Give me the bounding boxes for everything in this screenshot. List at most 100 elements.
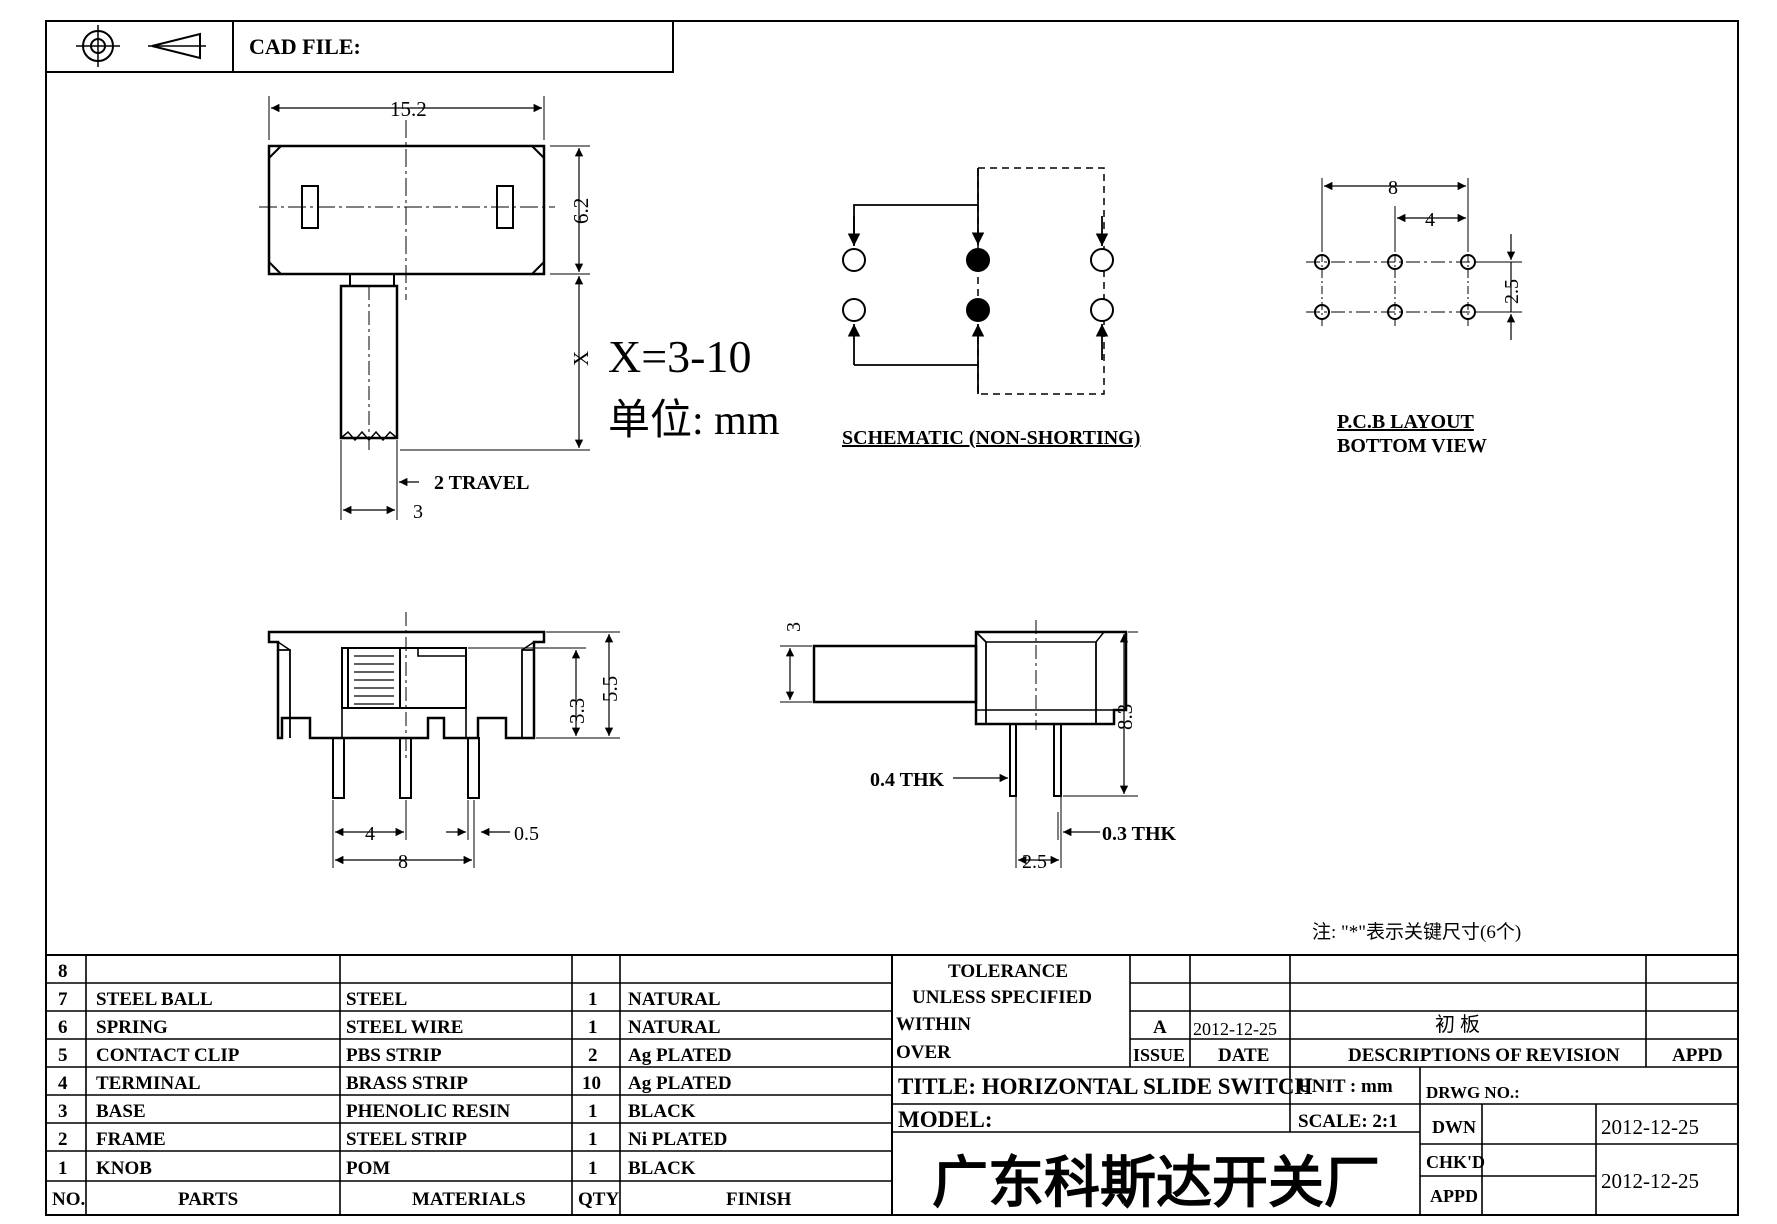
bom-row-2-mat: STEEL STRIP (346, 1129, 467, 1150)
tolerance-label: TOLERANCE (948, 961, 1068, 982)
dim-height-6-2: 6.2 (569, 198, 593, 224)
side-dim-2-5: 2.5 (1022, 851, 1047, 873)
bom-row-7-part: STEEL BALL (96, 989, 213, 1010)
pcb-label-line2: BOTTOM VIEW (1337, 435, 1487, 457)
revision-description: 初 板 (1435, 1013, 1480, 1036)
bom-row-5-fin: Ag PLATED (628, 1045, 732, 1066)
dim-knob-3: 3 (413, 501, 423, 523)
title-block-text: TOLERANCE UNLESS SPECIFIED WITHIN OVER A… (896, 961, 1723, 1216)
dim-5-5: 5.5 (598, 676, 622, 702)
pcb-dim-2-5: 2.5 (1501, 279, 1523, 304)
bom-row-6-part: SPRING (96, 1017, 168, 1038)
date-label: DATE (1218, 1045, 1269, 1066)
title-block (891, 954, 1739, 1216)
bom-row-3-no: 3 (58, 1101, 68, 1122)
bom-rows: 8 7 STEEL BALL STEEL 1 NATURAL 6 SPRING … (52, 961, 792, 1210)
over-label: OVER (896, 1042, 951, 1063)
pcb-dim-8: 8 (1388, 177, 1398, 199)
bom-row-7-fin: NATURAL (628, 989, 721, 1010)
bom-row-8-no: 8 (58, 961, 68, 982)
drawing-title: TITLE: HORIZONTAL SLIDE SWITCH (898, 1074, 1312, 1099)
bom-row-6-qty: 1 (588, 1017, 598, 1038)
appd-label: APPD (1430, 1186, 1478, 1206)
revision-issue: A (1153, 1017, 1167, 1038)
bom-row-4-mat: BRASS STRIP (346, 1073, 468, 1094)
bom-row-6-mat: STEEL WIRE (346, 1017, 463, 1038)
pcb-layout (1306, 178, 1522, 340)
side-thk-0-4: 0.4 THK (870, 769, 945, 791)
issue-label: ISSUE (1133, 1045, 1185, 1065)
bom-row-1-fin: BLACK (628, 1158, 696, 1179)
side-thk-0-3: 0.3 THK (1102, 823, 1177, 845)
schematic-diagram (842, 167, 1114, 395)
chkd-label: CHK'D (1426, 1152, 1485, 1172)
top-view (259, 96, 590, 520)
bom-row-2-fin: Ni PLATED (628, 1129, 727, 1150)
bom-row-5-part: CONTACT CLIP (96, 1045, 240, 1066)
bom-header-finish: FINISH (726, 1189, 792, 1210)
bom-row-2-qty: 1 (588, 1129, 598, 1150)
bom-row-3-fin: BLACK (628, 1101, 696, 1122)
bom-row-7-mat: STEEL (346, 989, 407, 1010)
bom-row-4-part: TERMINAL (96, 1073, 201, 1094)
bom-row-4-fin: Ag PLATED (628, 1073, 732, 1094)
dim-0-5: 0.5 (514, 823, 539, 845)
descriptions-of-revision-label: DESCRIPTIONS OF REVISION (1348, 1045, 1620, 1066)
bom-row-3-qty: 1 (588, 1101, 598, 1122)
travel-note: 2 TRAVEL (434, 472, 529, 494)
model-label: MODEL: (898, 1107, 993, 1132)
bom-header-parts: PARTS (178, 1189, 238, 1210)
header-block: CAD FILE: (45, 20, 674, 73)
key-dimension-note: 注: "*"表示关键尺寸(6个) (1312, 921, 1521, 943)
schematic-label: SCHEMATIC (NON-SHORTING) (842, 427, 1140, 449)
side-view (780, 620, 1138, 868)
unless-specified-label: UNLESS SPECIFIED (912, 987, 1092, 1008)
company-name: 广东科斯达开关厂 (932, 1151, 1380, 1216)
dwn-label: DWN (1432, 1117, 1476, 1137)
bom-row-3-mat: PHENOLIC RESIN (346, 1101, 510, 1122)
bom-row-3-part: BASE (96, 1101, 146, 1122)
bom-row-2-no: 2 (58, 1129, 68, 1150)
bom-row-1-mat: POM (346, 1158, 390, 1179)
scale-label: SCALE: 2:1 (1298, 1111, 1398, 1132)
bom-row-5-no: 5 (58, 1045, 68, 1066)
bom-row-1-qty: 1 (588, 1158, 598, 1179)
bom-header-no: NO. (52, 1189, 85, 1210)
dim-8: 8 (398, 851, 408, 873)
dim-3-3: 3.3 (565, 698, 589, 724)
appd-revision-label: APPD (1672, 1045, 1723, 1066)
bom-row-1-no: 1 (58, 1158, 68, 1179)
unit-label: UNIT : mm (1298, 1076, 1393, 1097)
front-view (267, 612, 620, 868)
bom-row-5-qty: 2 (588, 1045, 598, 1066)
drawing-number-label: DRWG NO.: (1426, 1083, 1520, 1102)
bom-row-2-part: FRAME (96, 1129, 166, 1150)
side-dim-8-3: 8.3 (1113, 704, 1137, 730)
bom-header-qty: QTY (578, 1189, 619, 1210)
dwn-date: 2012-12-25 (1601, 1115, 1699, 1139)
bom-row-6-no: 6 (58, 1017, 68, 1038)
bom-row-1-part: KNOB (96, 1158, 152, 1179)
dim-4: 4 (365, 823, 375, 845)
within-label: WITHIN (896, 1014, 971, 1035)
pcb-dim-4: 4 (1425, 209, 1435, 231)
revision-date: 2012-12-25 (1193, 1019, 1277, 1039)
bom-row-7-qty: 1 (588, 989, 598, 1010)
bom-row-7-no: 7 (58, 989, 68, 1010)
side-dim-3: 3 (783, 622, 805, 632)
chk-date: 2012-12-25 (1601, 1169, 1699, 1193)
bom-row-4-no: 4 (58, 1073, 68, 1094)
first-angle-projection-icon (76, 25, 206, 67)
dim-x: X (569, 351, 593, 366)
bom-table (45, 954, 893, 1216)
bom-row-4-qty: 10 (582, 1073, 601, 1094)
dim-width-15-2: 15.2 (390, 97, 427, 121)
x-range-note: X=3-10 (608, 331, 751, 382)
pcb-label-line1: P.C.B LAYOUT (1337, 411, 1475, 433)
bom-row-5-mat: PBS STRIP (346, 1045, 442, 1066)
cad-file-label: CAD FILE: (249, 34, 361, 59)
unit-note: 单位: mm (608, 397, 780, 444)
bom-row-6-fin: NATURAL (628, 1017, 721, 1038)
bom-header-materials: MATERIALS (412, 1189, 526, 1210)
